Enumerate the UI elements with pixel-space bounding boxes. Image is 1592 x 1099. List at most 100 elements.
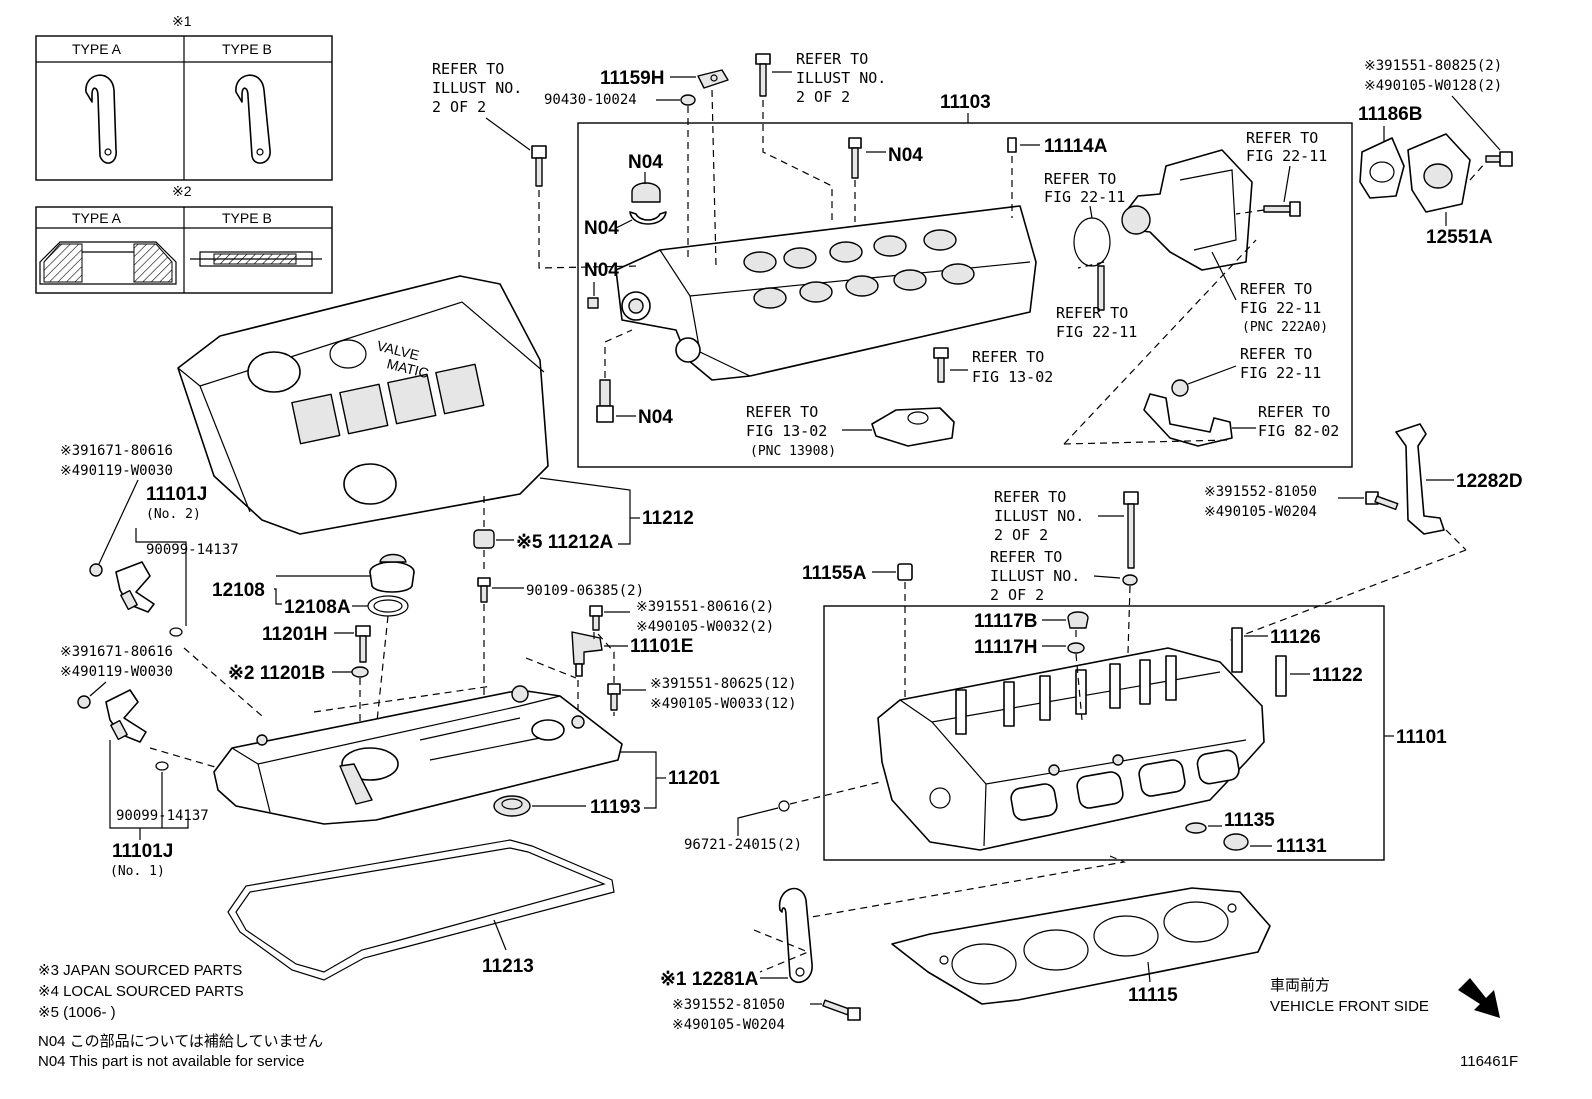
gasket-90430-icon <box>680 94 696 106</box>
part-11212a-label: ※5 11212A <box>516 532 614 553</box>
fig1302-bolt-icon <box>933 347 949 383</box>
pin-11114a-icon <box>1007 137 1017 153</box>
n04-label-5: N04 <box>888 145 923 166</box>
part-90105-w0204-a-label: ※490105-W0204 <box>1204 504 1317 520</box>
n04-label-1: N04 <box>628 152 663 173</box>
ref-fig1302-a-l1: REFER TO <box>972 348 1044 366</box>
part-11201b-label: ※2 11201B <box>228 663 325 684</box>
part-90119-b-label: ※490119-W0030 <box>60 664 173 680</box>
seal-11131-icon <box>1223 833 1249 851</box>
ref-illust-mid2-l3: 2 OF 2 <box>990 586 1044 604</box>
part-12282d-label: 12282D <box>1456 471 1523 492</box>
figure-id: 116461F <box>1460 1053 1518 1070</box>
cylinder-head-box <box>823 605 1385 861</box>
bearing-half-icon <box>629 211 667 225</box>
ref-fig2211-b-l2: FIG 22-11 <box>1246 147 1327 165</box>
seal-type-a-icon <box>39 241 177 285</box>
vacuum-pump <box>1121 149 1253 271</box>
stud-90109-icon <box>477 577 491 603</box>
ref-fig2211-a-l2: FIG 22-11 <box>1044 188 1125 206</box>
bolt-12281a-icon <box>822 999 861 1021</box>
engine-hanger-12281a-icon <box>778 887 813 984</box>
o-ring-icon <box>1073 217 1111 267</box>
head-gasket <box>891 887 1271 1005</box>
pump-bolt-icon <box>1263 201 1301 217</box>
retainer-11117b-icon <box>1067 611 1089 629</box>
ref-illust-mid2-l2: ILLUST NO. <box>990 567 1080 585</box>
type-a-header: TYPE A <box>72 41 122 57</box>
part-96721-label: 96721-24015(2) <box>684 837 802 853</box>
grommet-11212a-icon <box>473 529 495 549</box>
engine-hanger-12282d-icon <box>1395 423 1445 535</box>
ref-illust-mid1-l1: REFER TO <box>994 488 1066 506</box>
bolt-12282d-icon <box>1365 491 1399 511</box>
part-90105-w0032-label: ※490105-W0032(2) <box>636 619 774 635</box>
part-11101j-1-label: 11101J <box>112 841 173 862</box>
type-table-1: ※1 TYPE A TYPE B <box>35 13 333 181</box>
ref-illust-top-l3: 2 OF 2 <box>796 88 850 106</box>
plug-96721-icon <box>778 800 790 812</box>
part-12108a-label: 12108A <box>284 597 351 618</box>
ref-fig2211-e-l1: REFER TO <box>1240 345 1312 363</box>
mark-2-label: ※2 <box>172 183 192 199</box>
front-side-jp: 車両前方 <box>1270 977 1330 994</box>
part-91551-80625-label: ※391551-80625(12) <box>650 676 797 692</box>
part-11155a-label: 11155A <box>802 563 867 584</box>
part-91671-b-label: ※391671-80616 <box>60 644 173 660</box>
hook-type-a-icon <box>85 74 117 164</box>
front-side-en: VEHICLE FRONT SIDE <box>1270 998 1429 1015</box>
part-11212-label: 11212 <box>642 508 694 529</box>
ref-illust-mid1-l3: 2 OF 2 <box>994 526 1048 544</box>
part-11117b-label: 11117B <box>974 611 1037 632</box>
ref-fig2211-c-l2: FIG 22-11 <box>1056 323 1137 341</box>
cylinder-head <box>877 647 1265 851</box>
type-a-header-2: TYPE A <box>72 210 122 226</box>
part-11131-label: 11131 <box>1276 836 1327 857</box>
part-90099-b-label: 90099-14137 <box>116 808 209 824</box>
bolt-11201h-icon <box>355 625 371 663</box>
part-91551-80616-label: ※391551-80616(2) <box>636 599 774 615</box>
mark-1-label: ※1 <box>172 13 192 29</box>
n04-label-2: N04 <box>584 218 619 239</box>
camshaft-lobes <box>743 229 975 309</box>
part-11103-label: 11103 <box>940 92 991 113</box>
part-90099-a-label: 90099-14137 <box>146 542 239 558</box>
part-11201h-label: 11201H <box>262 624 328 645</box>
bracket-nut-icon <box>1171 379 1189 397</box>
type-table-2: ※2 TYPE A TYPE B <box>35 183 333 294</box>
part-90105-w0128-label: ※490105-W0128(2) <box>1364 78 1502 94</box>
ref-illust-left-l3: 2 OF 2 <box>432 98 486 116</box>
ref-fig2211-d-l2: FIG 22-11 <box>1240 299 1321 317</box>
engine-hanger-icon <box>871 407 955 447</box>
ref-fig1302-b-l1: REFER TO <box>746 403 818 421</box>
ref-illust-left-l2: ILLUST NO. <box>432 79 522 97</box>
part-11159h-icon <box>697 69 729 89</box>
dowel-11155a-icon <box>897 563 913 581</box>
part-12108-label: 12108 <box>212 580 265 601</box>
oil-filler-cap-icon <box>369 553 415 593</box>
ref-illust-top-l1: REFER TO <box>796 50 868 68</box>
n04-bolt-top-icon <box>848 137 862 179</box>
ref-fig2211-d-l3: (PNC 222A0) <box>1242 320 1328 335</box>
small-plug-icon <box>587 297 599 309</box>
part-11159h-label: 11159H <box>600 68 664 89</box>
part-11101e-label: 11101E <box>630 636 693 657</box>
legend-3: ※3 JAPAN SOURCED PARTS <box>38 962 242 979</box>
ref-fig1302-b-l3: (PNC 13908) <box>750 444 836 459</box>
part-11193-label: 11193 <box>590 797 641 818</box>
seal-type-b-icon <box>190 251 322 267</box>
part-12551a-label: 12551A <box>1426 227 1493 248</box>
gasket-11186b-icon <box>1359 137 1405 199</box>
part-11201-label: 11201 <box>668 768 720 789</box>
stud-icon <box>1097 265 1105 311</box>
ref-fig2211-a-l1: REFER TO <box>1044 170 1116 188</box>
illust-left-bolt-icon <box>531 145 547 187</box>
front-direction-arrow-icon <box>1458 978 1500 1018</box>
part-11101-label: 11101 <box>1396 727 1447 748</box>
part-11115-label: 11115 <box>1128 985 1178 1006</box>
seal-11201b-icon <box>351 666 369 678</box>
part-11126-label: 11126 <box>1270 627 1321 648</box>
part-11101j-2-sub: (No. 2) <box>146 507 201 522</box>
ocv-no1-icon <box>77 689 147 743</box>
